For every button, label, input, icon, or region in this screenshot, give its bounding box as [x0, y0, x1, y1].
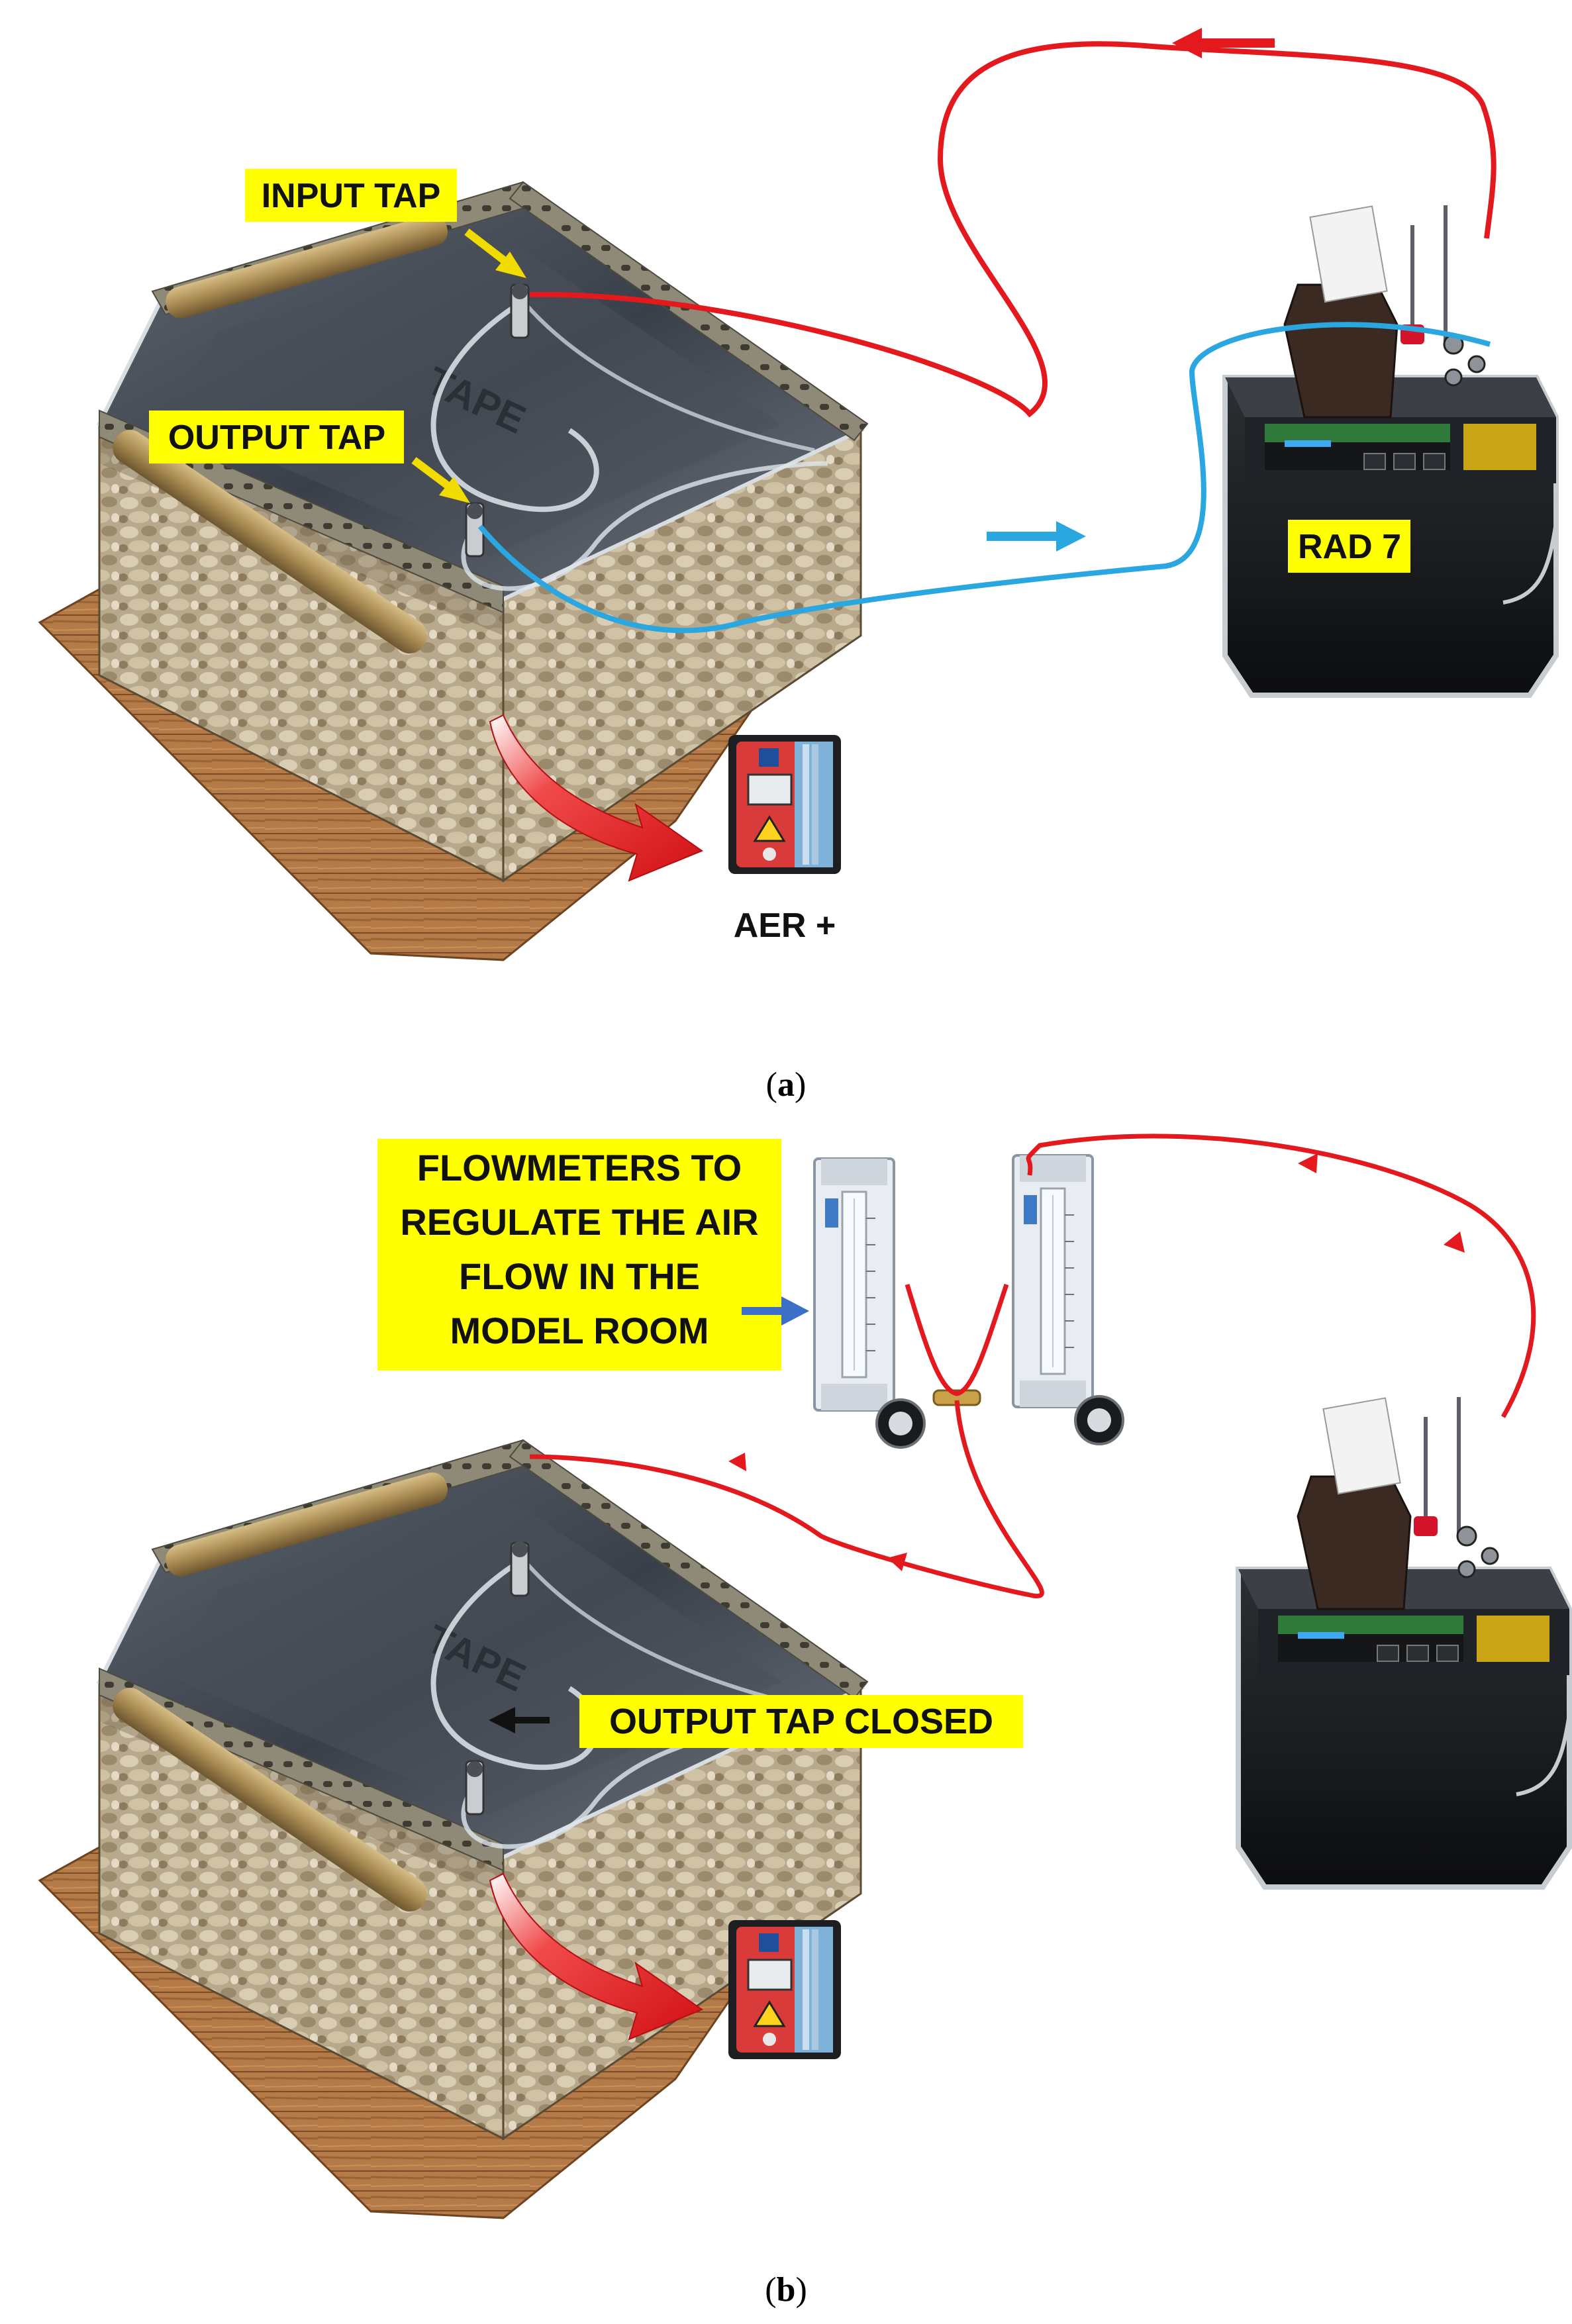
rad7-label-box: [1288, 520, 1410, 573]
flowmeters-label-line-3: FLOW IN THE: [459, 1255, 700, 1297]
flowmeter-pointer-icon: [742, 1296, 809, 1326]
flowmeter-left: [813, 1157, 926, 1449]
panel-a: INPUT TAP OUTPUT TAP RAD 7 AER + (a): [40, 28, 1556, 1104]
panel-b: FLOWMETERS TO REGULATE THE AIR FLOW IN T…: [40, 1134, 1569, 2309]
flowmeter-link-line: [905, 1283, 1009, 1396]
input-tap-arrow-icon: [464, 228, 526, 278]
aer-plus-detector: [727, 1919, 842, 2060]
aer-arrow-icon: [489, 714, 704, 882]
rad7-instrument: [1225, 205, 1556, 695]
rad7-instrument: [1238, 1397, 1569, 1887]
aer-plus-detector: [727, 734, 842, 875]
caption-b: (b): [765, 2271, 807, 2309]
air-inlet-line: [529, 1400, 1044, 1599]
flowmeters-label-line-4: MODEL ROOM: [450, 1310, 709, 1351]
caption-a: (a): [766, 1066, 807, 1104]
aer-label: AER +: [734, 906, 836, 945]
input-tap-label: INPUT TAP: [262, 177, 441, 215]
flowmeters-label-box: [377, 1139, 781, 1371]
flowmeters-label-line-2: REGULATE THE AIR: [400, 1201, 758, 1243]
air-return-line: [1026, 1134, 1536, 1418]
model-room-chamber: [40, 1440, 867, 2218]
output-closed-label: OUTPUT TAP CLOSED: [609, 1702, 993, 1741]
flow-direction-arrow-icon: [728, 1153, 1465, 1571]
output-tap-arrow-icon: [411, 457, 470, 503]
aer-arrow-icon: [489, 1872, 704, 2041]
flow-direction-arrow-icon: [987, 521, 1086, 552]
flowmeters-label-line-1: FLOWMETERS TO: [417, 1147, 742, 1188]
output-tap-label-box: [149, 411, 404, 463]
input-tap-label-box: [245, 169, 457, 222]
output-closed-pointer-icon: [489, 1707, 550, 1733]
output-tap-label: OUTPUT TAP: [168, 418, 385, 457]
air-outlet-line: [477, 322, 1491, 634]
flow-direction-arrow-icon: [1172, 28, 1275, 58]
rad7-label: RAD 7: [1298, 528, 1401, 566]
flowmeter-right: [1012, 1154, 1124, 1445]
air-return-line: [529, 41, 1497, 418]
output-closed-label-box: [579, 1695, 1023, 1748]
